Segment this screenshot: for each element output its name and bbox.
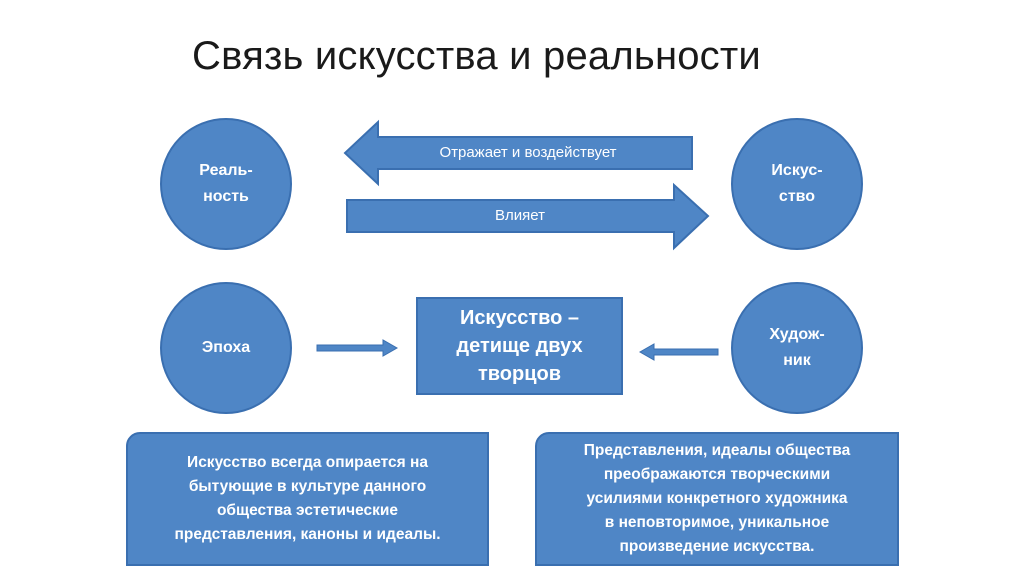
note-left-line1: Искусство всегда опирается на bbox=[187, 454, 428, 471]
node-epoch: Эпоха bbox=[160, 282, 292, 414]
note-right-line5: произведение искусства. bbox=[619, 538, 815, 555]
center-box: Искусство – детище двух творцов bbox=[416, 297, 623, 395]
node-artist-line2: ник bbox=[783, 352, 811, 369]
center-line1: Искусство – bbox=[459, 307, 580, 329]
note-right-line2: преображаются творческими bbox=[603, 466, 831, 483]
node-artist: Худож- ник bbox=[731, 282, 863, 414]
note-left-line3: общества эстетические bbox=[216, 502, 399, 519]
node-reality-line1: Реаль- bbox=[199, 162, 253, 179]
node-reality-line2: ность bbox=[203, 188, 249, 205]
node-art: Искус- ство bbox=[731, 118, 863, 250]
arrow-artist-to-center bbox=[638, 343, 719, 361]
center-line2: детище двух bbox=[456, 335, 583, 357]
node-reality: Реаль- ность bbox=[160, 118, 292, 250]
arrow-influences bbox=[346, 182, 710, 251]
note-right-line4: в неповторимое, уникальное bbox=[604, 514, 830, 531]
center-line3: творцов bbox=[477, 363, 562, 385]
arrow-epoch-to-center bbox=[316, 339, 399, 357]
node-art-line2: ство bbox=[778, 188, 816, 205]
note-right-line1: Представления, идеалы общества bbox=[583, 442, 851, 459]
note-right: Представления, идеалы общества преобража… bbox=[535, 432, 899, 566]
node-epoch-line1: Эпоха bbox=[201, 339, 251, 356]
node-art-line1: Искус- bbox=[771, 162, 823, 179]
arrow-reflects-label: Отражает и воздействует bbox=[439, 144, 617, 161]
arrow-reflects bbox=[343, 119, 693, 187]
slide-title: Связь искусства и реальности bbox=[192, 34, 761, 78]
node-artist-line1: Худож- bbox=[769, 326, 825, 343]
note-right-line3: усилиями конкретного художника bbox=[586, 490, 848, 507]
note-left-line2: бытующие в культуре данного bbox=[188, 478, 427, 495]
note-left-line4: представления, каноны и идеалы. bbox=[174, 526, 441, 543]
arrow-influences-label: Влияет bbox=[495, 207, 545, 224]
note-left: Искусство всегда опирается на бытующие в… bbox=[126, 432, 489, 566]
